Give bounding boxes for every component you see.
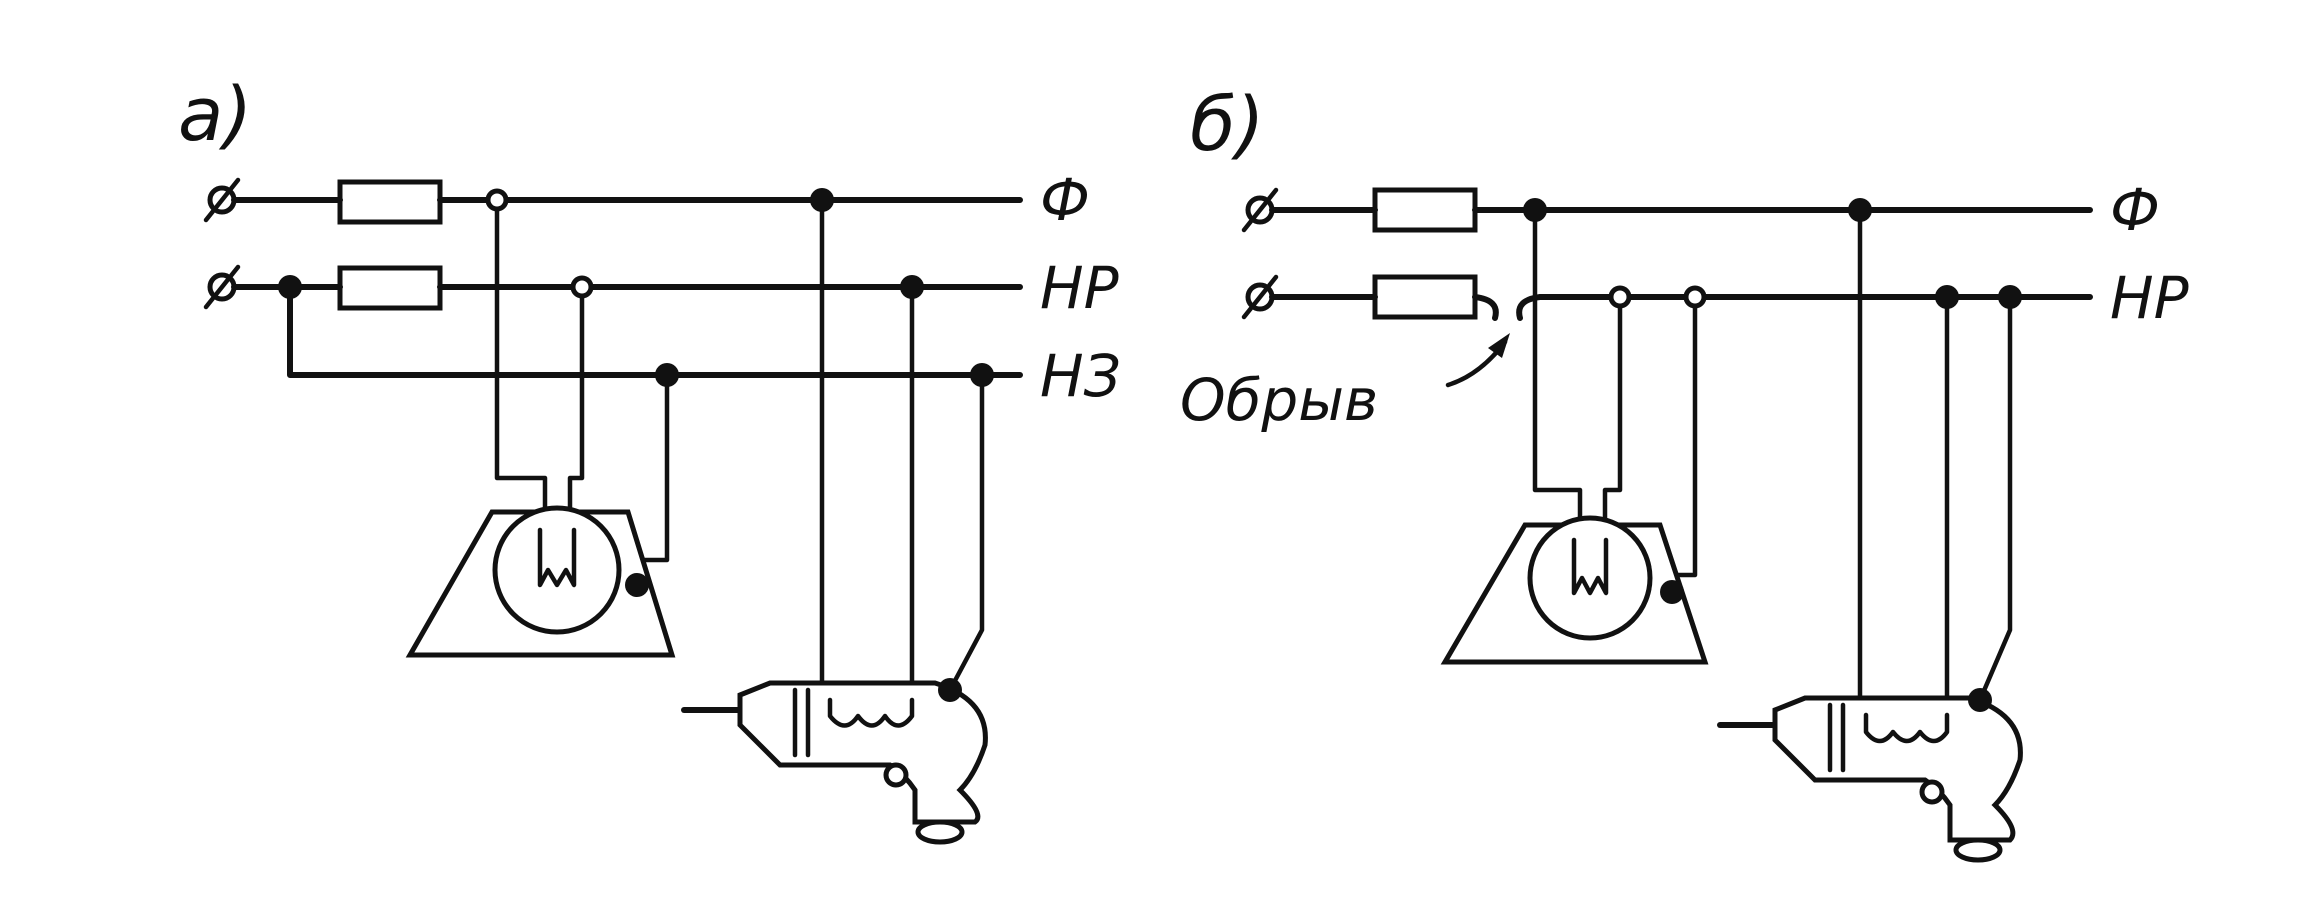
panel-b-drill-ground-wire [1977,294,2013,703]
panel-b-label-phase: Ф [2110,176,2160,244]
panel-a-fuse-neutral [337,265,443,311]
panel-a-protective-neutral-line [287,284,1023,378]
panel-a-drill [681,680,988,845]
panel-b-lamp-phase-wire [1532,207,1583,548]
panel-a-lamp-neutral-wire [567,284,585,535]
panel-b-lamp-ground-wire [1672,294,1698,595]
panel-a-drill-ground-wire [947,372,985,693]
panel-b-fuse-neutral [1372,274,1478,320]
panel-a-lamp-phase-wire [494,197,548,535]
panel-a-label: а) [178,72,252,158]
panel-a-label-phase: Ф [1040,166,1090,234]
panel-b-drill [1717,695,2023,863]
panel-b-break-label: Обрыв [1180,366,1378,434]
panel-a-label-protective-neutral: НЗ [1040,342,1121,410]
panel-b-neutral-line-right [1516,294,2093,321]
panel-b-lamp [1440,515,1709,665]
panel-b-terminal-neutral [1241,274,1279,320]
panel-a-lamp-ground-wire [637,372,670,588]
panel-a: а) Ф НР НЗ [178,72,1121,845]
panel-b-fuse-phase [1372,187,1478,233]
panel-a-junctions [278,188,994,702]
panel-a-label-working-neutral: НР [1040,254,1119,322]
panel-b-label: б) [1190,82,1265,168]
panel-b-label-working-neutral: НР [2110,264,2189,332]
panel-a-fuse-phase [337,179,443,225]
panel-b: б) Ф НР Обрыв [1180,82,2189,863]
panel-b-neutral-line-left [1269,294,1499,321]
panel-b-lamp-neutral-wire [1602,294,1623,548]
panel-a-lamp [405,505,676,658]
panel-b-junctions [1523,198,2022,712]
panel-b-break-arrowhead [1488,333,1510,358]
